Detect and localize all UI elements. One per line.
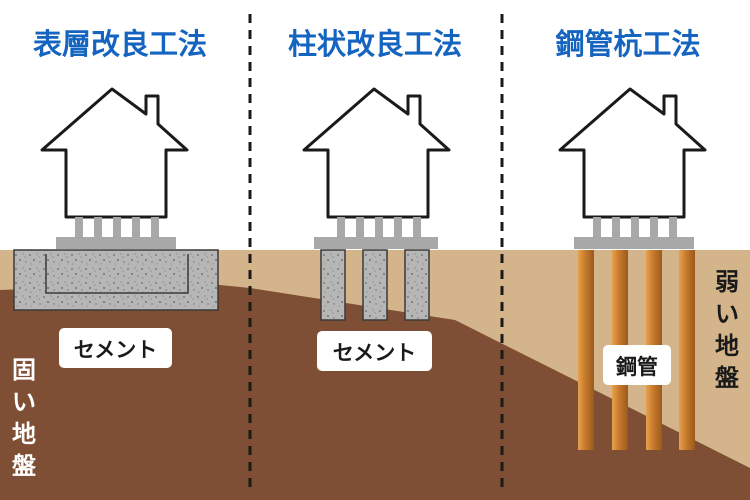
house-post [75,217,83,237]
house-1 [40,87,189,249]
weak-ground-char: 盤 [715,364,740,392]
foundation-beam [56,237,176,249]
hard-ground-char: 固 [12,356,36,384]
hard-ground-label: 固 い 地 盤 [12,356,37,480]
house-post [669,217,677,237]
house-post [375,217,383,237]
label-text-3: 鋼管 [615,355,658,379]
cement-column [362,249,388,321]
label-box-3 [603,345,671,385]
weak-ground-char: 地 [715,332,739,360]
house-post [593,217,601,237]
house-post [132,217,140,237]
house-2 [302,87,451,249]
foundation-beam [574,237,694,249]
method-title-2: 柱状改良工法 [288,27,462,61]
weak-ground-char: 弱 [715,268,739,296]
house-icon [302,87,451,219]
hard-ground-char: 盤 [12,452,37,480]
house-post [356,217,364,237]
house-post [631,217,639,237]
cement-column [404,249,430,321]
hard-ground-char: 地 [12,420,36,448]
cement-column [320,249,346,321]
house-post [113,217,121,237]
house-icon [558,87,707,219]
method-title-3: 鋼管杭工法 [555,27,700,61]
house-post [612,217,620,237]
house-post [394,217,402,237]
steel-pipe [578,250,594,450]
hard-ground-char: い [12,388,36,416]
weak-ground-label: 弱 い 地 盤 [715,268,740,392]
house-post [151,217,159,237]
house-icon [40,87,189,219]
house-3 [558,87,707,249]
weak-ground-char: い [715,300,739,328]
slab-outline [45,254,189,294]
label-text-2: セメント [333,341,417,365]
house-post [413,217,421,237]
hard-soil [0,283,750,500]
steel-pipe [679,250,695,450]
foundation-beam [314,237,438,249]
label-box-2 [317,331,432,371]
method-title-1: 表層改良工法 [33,27,207,61]
label-box-1 [59,328,172,368]
section-columnar-improvement: 柱状改良工法 セメント [288,27,462,371]
section-steel-pipe-pile: 鋼管杭工法 鋼管 [555,27,707,450]
house-post [337,217,345,237]
cement-slab [13,249,219,311]
section-surface-improvement: 表層改良工法 セメント [13,27,219,368]
house-post [94,217,102,237]
label-text-1: セメント [74,338,158,362]
house-post [650,217,658,237]
